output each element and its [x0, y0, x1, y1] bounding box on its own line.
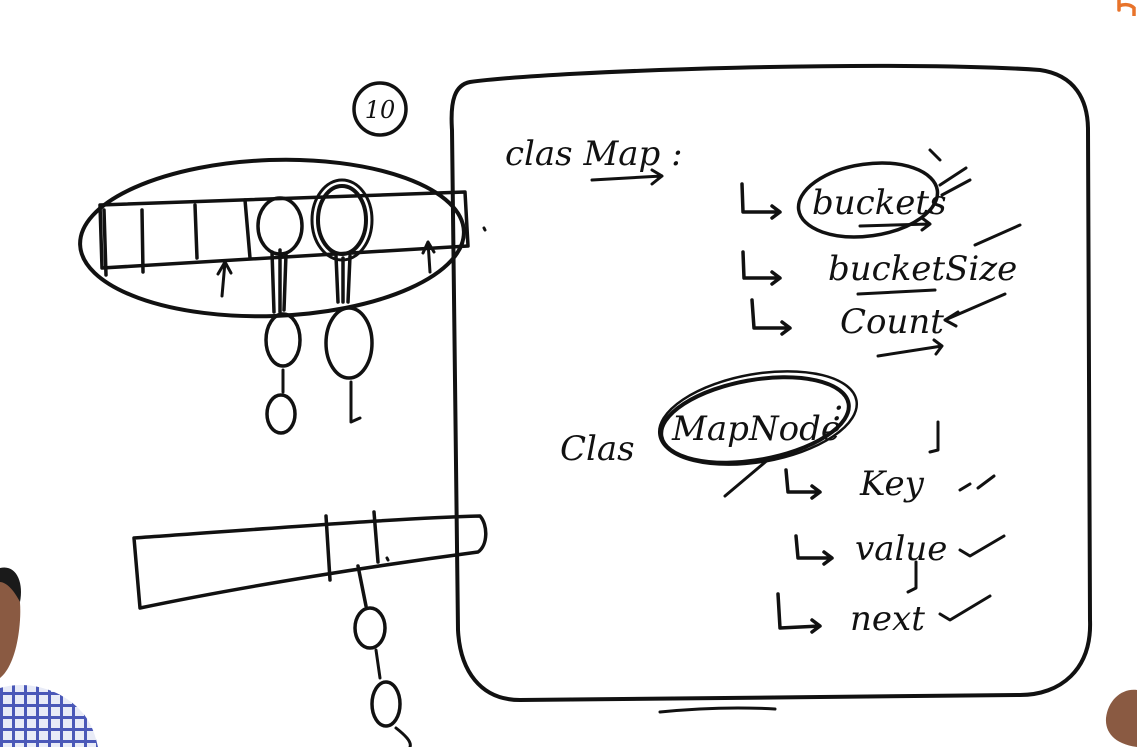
presenter-hair: [0, 567, 22, 602]
field-arrow-icon: [750, 298, 792, 336]
class-mapnode-circle: [659, 375, 851, 465]
lower-bucket-dividers: [324, 510, 380, 582]
bucket-array-dot: [482, 226, 487, 232]
bucket-node-selected: [316, 184, 368, 256]
lower-bucket-dot: [385, 556, 390, 562]
lower-bucket-array: [132, 514, 488, 610]
page-number-circle: [352, 81, 408, 137]
lower-chain-node: [353, 606, 387, 650]
bucket-node-selected-outline: [310, 178, 374, 262]
field-count: Count: [840, 302, 944, 342]
field-buckets-circle: [796, 161, 940, 239]
chain-link: [334, 254, 352, 304]
field-value: value: [855, 529, 947, 569]
class-definition-frame: [449, 63, 1093, 702]
field-arrow-icon: [776, 592, 822, 634]
lower-chain-tail: [394, 726, 412, 747]
field-next: next: [850, 599, 925, 639]
field-bucketsize: bucketSize: [828, 249, 1017, 289]
presenter-video-overlay: [0, 560, 100, 747]
frame-underline: [658, 706, 777, 714]
presenter-figure: [0, 567, 98, 747]
lower-chain-link: [356, 564, 368, 608]
class-mapnode-pointer: [723, 456, 772, 498]
field-bucketsize-underline: [856, 223, 1022, 296]
field-key: Key: [859, 464, 925, 504]
field-arrow-icon: [784, 468, 822, 500]
class-map-underline: [590, 168, 664, 186]
class-mapnode-prefix: Clas: [560, 429, 635, 469]
bucket-arrow: [421, 240, 436, 274]
chain-node: [324, 306, 374, 380]
lower-chain-link: [374, 648, 382, 680]
brand-logo-fragment: [1116, 0, 1137, 18]
field-buckets-ticks: [928, 148, 972, 197]
lower-chain-node: [370, 680, 402, 728]
page-number: 10: [365, 96, 396, 124]
field-buckets-underline: [858, 216, 932, 232]
field-count-arrow: [943, 292, 1007, 328]
presenter-head: [0, 569, 21, 678]
field-key-check-icon: [958, 474, 996, 492]
bucket-array: [98, 190, 470, 270]
chain-node: [265, 393, 297, 435]
presenter-hand: [1105, 689, 1137, 747]
class-map-title: clas Map :: [505, 134, 683, 174]
value-next-link: [906, 560, 918, 594]
field-next-check-icon: [938, 594, 992, 622]
field-buckets: buckets: [812, 183, 947, 223]
field-arrow-icon: [741, 250, 782, 286]
class-mapnode-suffix: :: [832, 389, 843, 429]
bucket-arrow: [216, 260, 233, 298]
presenter-hand-overlay: [1100, 688, 1137, 747]
presenter-shirt: [0, 684, 98, 747]
chain-null-arrow: [349, 380, 362, 424]
field-value-check-icon: [958, 534, 1006, 558]
chain-link: [270, 248, 288, 314]
mapnode-mark: [928, 420, 940, 454]
chain-node: [264, 312, 302, 368]
bucket-dividers: [102, 198, 252, 277]
class-mapnode-name: MapNode: [671, 409, 841, 449]
bucket-node: [256, 196, 304, 256]
field-arrow-icon: [740, 182, 782, 220]
field-count-underline: [876, 338, 944, 358]
field-arrow-icon: [794, 534, 834, 566]
